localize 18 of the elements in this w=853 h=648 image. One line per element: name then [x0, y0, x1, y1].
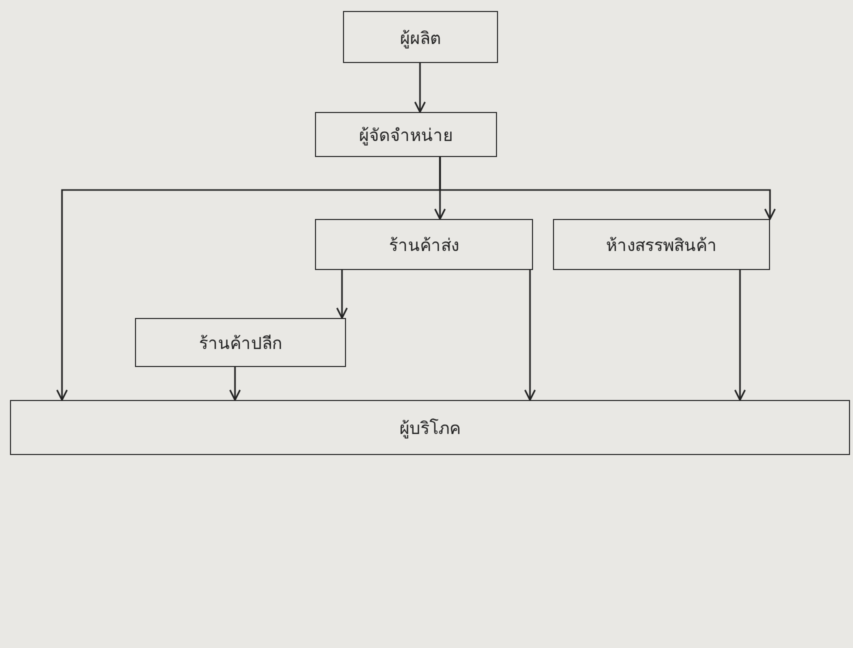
- arrow: [524, 270, 536, 401]
- process-box: [343, 11, 498, 63]
- box-label: ผู้ผลิต: [400, 28, 441, 50]
- process-box: [10, 400, 850, 455]
- arrow: [734, 270, 746, 401]
- process-box: [315, 219, 533, 270]
- box-label: ผู้จัดจำหน่าย: [359, 125, 453, 148]
- box-label: ร้านค้าปลีก: [199, 333, 282, 356]
- process-box: [553, 219, 770, 270]
- arrow: [414, 63, 426, 113]
- process-box: [135, 318, 346, 367]
- arrow: [336, 270, 348, 319]
- box-label: ห้างสรรพสินค้า: [606, 235, 717, 258]
- arrow: [439, 157, 776, 220]
- arrow: [229, 367, 241, 401]
- process-box: [315, 112, 497, 157]
- box-label: ผู้บริโภค: [400, 418, 460, 441]
- box-label: ร้านค้าส่ง: [389, 235, 459, 258]
